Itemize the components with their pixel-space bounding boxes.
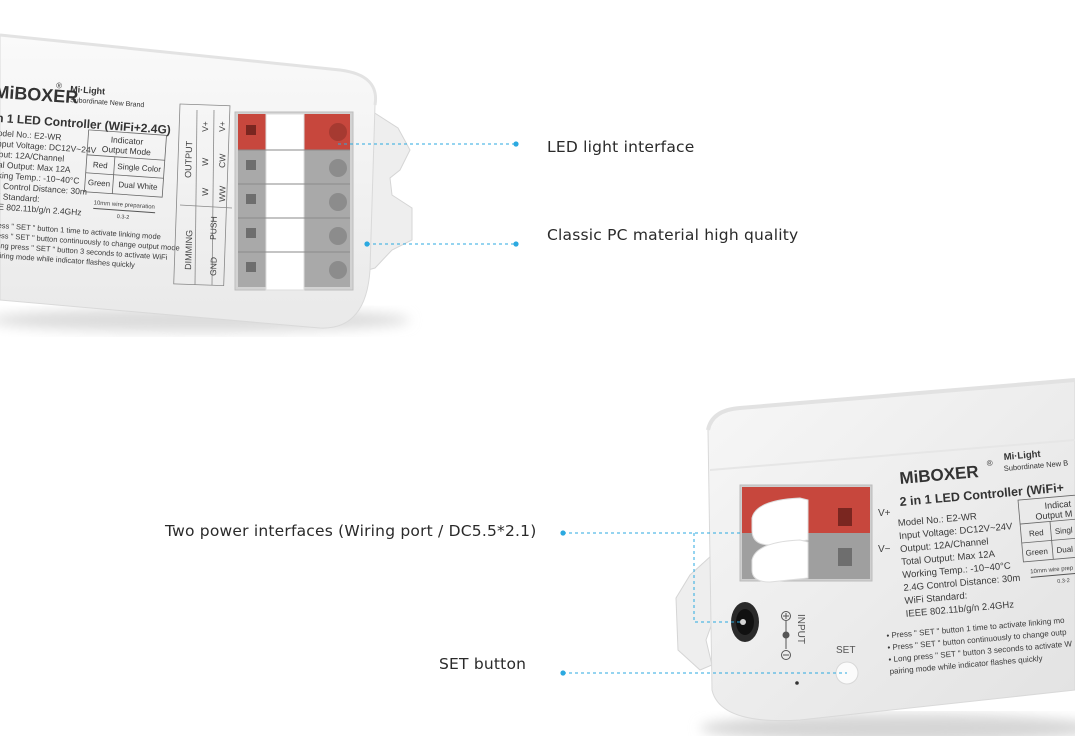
top-spec-line-1: odel No.: E2-WR: [0, 128, 62, 142]
bottom-indicator-color-2: Green: [1025, 547, 1048, 558]
top-indicator-color-1: Red: [93, 160, 108, 170]
top-terminal-block: [234, 111, 354, 291]
bottom-indicator-color-1: Red: [1029, 528, 1044, 538]
top-term-label-4: CW: [217, 154, 227, 169]
bottom-wire-prep: 10mm wire prep: [1030, 566, 1074, 576]
bottom-indicator-mode-1: Singl: [1054, 526, 1073, 537]
indicator-led: [795, 681, 799, 685]
bottom-set-label: SET: [836, 645, 855, 656]
bottom-spec-line-7: WiFi Standard:: [904, 590, 968, 606]
top-indicator-color-2: Green: [88, 178, 111, 189]
bottom-indicator-title-1: Indicat: [1044, 499, 1072, 511]
top-wire-gauge: 0.3-2: [116, 214, 129, 221]
top-subbrand-1: Mi·Light: [70, 84, 106, 96]
callout-led-interface: LED light interface: [547, 138, 695, 156]
bottom-indicator-mode-2: Dual: [1056, 545, 1073, 555]
bottom-dc-jack: [731, 602, 759, 642]
top-spec-line-3: tput: 12A/Channel: [0, 149, 65, 164]
bottom-input-label: INPUT: [795, 614, 806, 644]
top-term-label-5: W: [200, 188, 210, 196]
leader-dot-led-interface: [513, 141, 519, 147]
bottom-terminal-block: [739, 484, 873, 583]
top-term-label-8: GND: [208, 257, 219, 276]
callout-pc-material: Classic PC material high quality: [547, 226, 799, 244]
top-term-label-6: WW: [217, 186, 228, 202]
bottom-vplus-label: V+: [878, 508, 891, 519]
top-wire-prep: 10mm wire preparation: [93, 200, 155, 210]
leader-power-2: [693, 533, 742, 623]
leader-dot-pc-right: [513, 241, 519, 247]
bottom-vminus-label: V−: [878, 544, 891, 555]
bottom-reg: ®: [986, 459, 993, 468]
bottom-wire-gauge: 0.3-2: [1057, 578, 1070, 585]
top-term-label-7: PUSH: [208, 216, 219, 240]
bottom-subbrand-1: Mi·Light: [1003, 449, 1042, 463]
top-controller: MiBOXER ® Mi·Light Subordinate New Brand…: [0, 33, 413, 332]
top-reg: ®: [56, 81, 63, 90]
top-term-label-1: V+: [200, 121, 210, 132]
bottom-indicator-title-2: Output M: [1035, 509, 1073, 522]
top-terminal-labels: OUTPUT DIMMING V+ V+ W CW W WW PUSH GND: [173, 103, 233, 287]
leader-dot-power: [560, 530, 566, 536]
top-indicator-mode-1: Single Color: [117, 162, 161, 174]
bottom-indicator-table: Indicat Output M Red Singl Green Dual 10…: [1017, 493, 1075, 585]
top-term-label-2: V+: [217, 121, 227, 132]
top-mount-ear: [367, 109, 413, 271]
top-indicator-title-1: Indicator: [110, 134, 143, 146]
callout-power-interfaces: Two power interfaces (Wiring port / DC5.…: [165, 522, 537, 540]
top-indicator-title-2: Output Mode: [101, 144, 151, 157]
top-indicator-mode-2: Dual White: [118, 180, 158, 192]
leader-dot-pc-left: [364, 241, 370, 247]
bottom-controller: V+ V− MiBOXER ® Mi·Light Subordinate New…: [675, 378, 1075, 740]
top-spec-line-4: tal Output: Max 12A: [0, 159, 71, 174]
top-output-label: OUTPUT: [183, 140, 194, 178]
top-dimming-label: DIMMING: [183, 230, 194, 270]
top-term-label-3: W: [200, 158, 210, 166]
leader-dot-set: [560, 670, 566, 676]
polarity-icon: [781, 611, 791, 660]
leader-lines: [338, 141, 847, 676]
top-push-levers: [265, 113, 305, 291]
top-spec-line-7: Fi Standard:: [0, 191, 40, 204]
top-indicator-table: Indicator Output Mode Red Single Color G…: [83, 129, 167, 221]
callout-set-button: SET button: [439, 655, 527, 673]
